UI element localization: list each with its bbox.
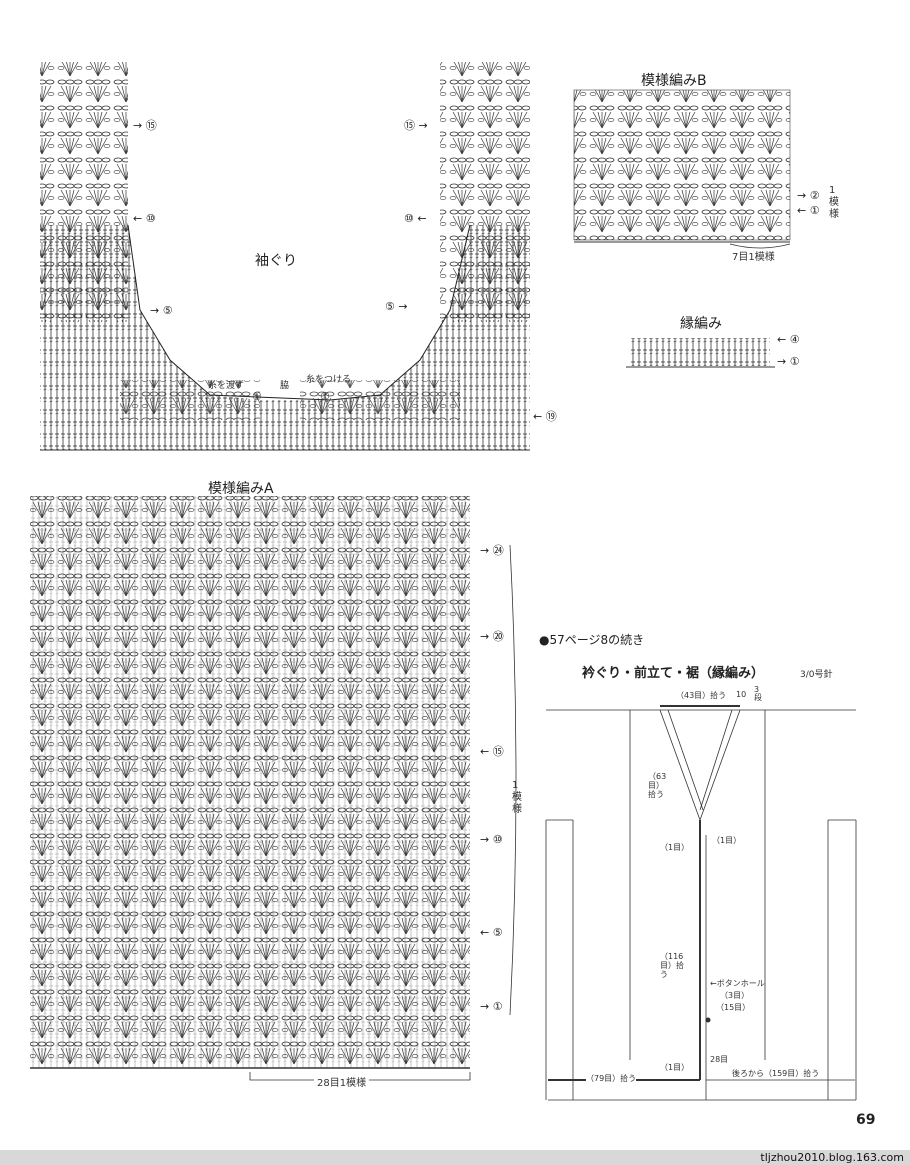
row-5-left: → ⑤ xyxy=(150,304,173,317)
row-10-left: ← ⑩ xyxy=(133,212,156,225)
pattern-b-stitch-count: 7目1模様 xyxy=(732,252,775,263)
pattern-a-row-15: ← ⑮ xyxy=(480,745,504,758)
label-buttonhole-count2: （15目） xyxy=(716,1003,751,1012)
label-back: 後ろから（159目）拾う xyxy=(732,1068,820,1079)
needle-size: 3/0号針 xyxy=(800,670,833,680)
armhole-title: 袖ぐり xyxy=(255,253,297,269)
label-buttonhole-count: （3目） xyxy=(720,991,750,1000)
label-bottom-right-rows: 28目 xyxy=(710,1055,729,1064)
label-neck: （63目）拾う xyxy=(648,772,667,799)
label-one-left: （1目） xyxy=(660,843,690,852)
pattern-a-title: 模様編みA xyxy=(208,481,274,497)
footer-bar xyxy=(0,1150,910,1165)
attach-yarn-note: 糸をつける xyxy=(306,375,352,385)
pattern-b-repeat-label: 1模様 xyxy=(829,185,839,220)
cut-yarn-note: 糸を渡す xyxy=(208,381,245,391)
label-top-rows: 3段 xyxy=(754,685,762,702)
pattern-a-row-5: ← ⑤ xyxy=(480,926,503,939)
continuation-subtitle: 衿ぐり・前立て・裾（縁編み） xyxy=(582,666,765,681)
pattern-a-repeat-label: 1模様 xyxy=(512,780,522,815)
label-top: （43目）拾う xyxy=(676,691,727,700)
row-15-right: ⑮ → xyxy=(404,119,428,132)
label-front: （116目）拾う xyxy=(660,952,684,979)
cardigan-schematic xyxy=(545,705,857,1101)
row-5-right: ⑤ → xyxy=(385,300,408,313)
armhole-chart xyxy=(40,62,530,451)
pattern-a-row-20: → ⑳ xyxy=(480,630,504,643)
row-1-left: ① xyxy=(252,390,262,403)
row-1-right: ① xyxy=(320,390,330,403)
footer-url: tljzhou2010.blog.163.com xyxy=(760,1151,904,1164)
label-one-right: （1目） xyxy=(712,836,742,845)
side-note: 脇 xyxy=(280,381,290,391)
pattern-b-row-2: → ② xyxy=(797,189,820,202)
edging-title: 縁編み xyxy=(680,316,722,332)
edging-row-4: ← ④ xyxy=(777,333,800,346)
edging-chart xyxy=(626,338,775,368)
buttonhole-marker xyxy=(705,1017,711,1023)
continuation-heading: ●57ページ8の続き xyxy=(539,633,645,647)
row-15-left: → ⑮ xyxy=(133,119,157,132)
edging-row-1: → ① xyxy=(777,355,800,368)
row-19: ← ⑲ xyxy=(533,410,557,423)
row-10-right: ⑩ ← xyxy=(404,212,427,225)
label-top-small: 10 xyxy=(736,690,747,699)
label-buttonhole: ←ボタンホール xyxy=(710,979,765,988)
pattern-b-chart xyxy=(573,89,791,249)
pattern-a-stitch-count: 28目1模様 xyxy=(314,1074,370,1089)
label-bottom-one: （1目） xyxy=(660,1063,690,1072)
pattern-a-row-10: → ⑩ xyxy=(480,833,503,846)
pattern-a-chart xyxy=(30,496,517,1081)
pattern-b-row-1: ← ① xyxy=(797,204,820,217)
page-number: 69 xyxy=(856,1112,876,1128)
pattern-a-row-1: → ① xyxy=(480,1000,503,1013)
pattern-b-title: 模様編みB xyxy=(641,73,707,89)
pattern-a-row-24: → ㉔ xyxy=(480,544,504,557)
label-bottom-left: （79目）拾う xyxy=(586,1073,637,1084)
